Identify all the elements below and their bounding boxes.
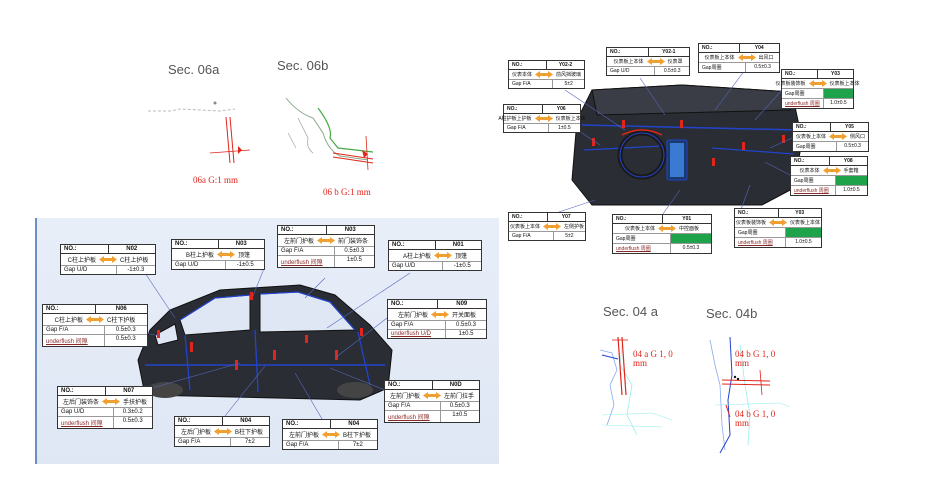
- double-arrow-icon: [658, 225, 676, 232]
- green-cell: [822, 89, 853, 98]
- double-arrow-icon: [214, 428, 232, 435]
- double-arrow-icon: [737, 54, 756, 61]
- sec04b-drawing: [709, 336, 791, 454]
- double-arrow-icon: [102, 398, 120, 405]
- sec06b-title: Sec. 06b: [277, 58, 329, 73]
- sec04a-label: 04 a G 1, 0 mm: [633, 349, 673, 368]
- sec04b-label-top: 04 b G 1, 0 mm: [735, 349, 776, 368]
- double-arrow-icon: [534, 115, 553, 122]
- green-cell: [834, 176, 867, 185]
- dash-leader-lines: [549, 69, 793, 219]
- sec06a-drawing: [148, 101, 251, 164]
- double-arrow-icon: [808, 80, 827, 87]
- double-arrow-icon: [217, 251, 235, 258]
- double-arrow-icon: [543, 223, 561, 230]
- dashboard-illustration: [571, 84, 803, 206]
- double-arrow-icon: [317, 237, 335, 244]
- double-arrow-icon: [423, 392, 441, 399]
- sec04b-title: Sec. 04b: [706, 306, 758, 321]
- sec04a-drawing: [599, 336, 673, 436]
- green-cell: [670, 234, 711, 243]
- body-leader-lines: [119, 265, 411, 425]
- callout-y03-b: NO.:Y03 仪表板装饰板仪表板上本体 Gap周圈 underflush 周圈…: [734, 208, 822, 248]
- double-arrow-icon: [86, 316, 104, 323]
- double-arrow-icon: [769, 219, 787, 226]
- callout-n03-a: NO.:N03 B柱上护板顶篷 Gap U/D-1±0.5: [171, 239, 265, 270]
- sec06b-drawing: [285, 97, 374, 171]
- double-arrow-icon: [434, 252, 452, 259]
- sec06a-label: 06a G:1 mm: [193, 175, 238, 185]
- callout-y03-a: NO.:Y03 仪表板装饰板仪表板上本体 Gap周圈 underflush 周圈…: [775, 69, 860, 109]
- double-arrow-icon: [822, 167, 841, 174]
- double-arrow-icon: [829, 133, 847, 140]
- sec06b-label: 06 b G:1 mm: [323, 187, 371, 197]
- sec06a-title: Sec. 06a: [168, 62, 220, 77]
- callout-n01: NO.:N01 A柱上护板顶篷 Gap U/D-1±0.5: [388, 240, 482, 271]
- double-arrow-icon: [99, 256, 117, 263]
- double-arrow-icon: [646, 58, 665, 65]
- body-side-illustration: [137, 284, 393, 401]
- green-cell: [784, 228, 821, 237]
- double-arrow-icon: [535, 71, 553, 78]
- sec04b-label-bottom: 04 b G 1, 0 mm: [735, 409, 776, 428]
- double-arrow-icon: [431, 311, 449, 318]
- sec04a-title: Sec. 04 a: [603, 304, 658, 319]
- double-arrow-icon: [322, 431, 340, 438]
